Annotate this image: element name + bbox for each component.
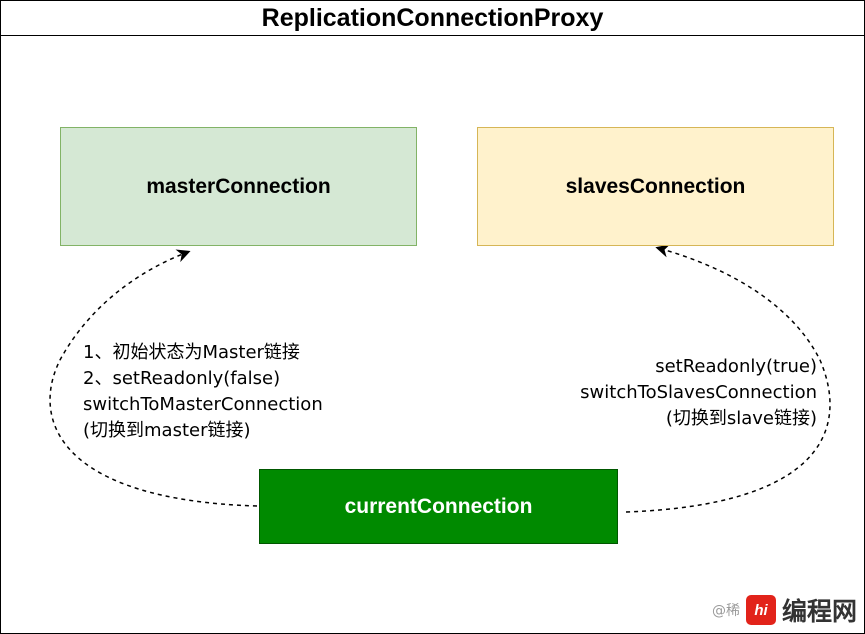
note-line: 2、setReadonly(false) [83, 368, 281, 389]
current-connection-label: currentConnection [344, 494, 533, 518]
slaves-switch-note: setReadonly(true) switchToSlavesConnecti… [580, 354, 817, 432]
note-line: (切换到master链接) [83, 420, 251, 441]
watermark-site-name: 编程网 [781, 597, 857, 626]
slaves-connection-label: slavesConnection [565, 174, 746, 198]
current-connection-node: currentConnection [259, 469, 618, 544]
title-bar: ReplicationConnectionProxy [1, 1, 864, 36]
edge-current-to-slaves [625, 244, 831, 513]
master-switch-note: 1、初始状态为Master链接 2、setReadonly(false) swi… [83, 340, 323, 444]
edge-current-to-master [49, 249, 258, 507]
note-line: switchToSlavesConnection [580, 382, 817, 403]
note-line: 1、初始状态为Master链接 [83, 342, 300, 363]
note-line: switchToMasterConnection [83, 394, 323, 415]
diagram-title: ReplicationConnectionProxy [261, 3, 604, 32]
note-line: (切换到slave链接) [665, 408, 817, 429]
watermark: @稀 hi 编程网 [712, 592, 857, 628]
slaves-connection-node: slavesConnection [477, 127, 834, 246]
watermark-prefix: @稀 [711, 603, 740, 619]
master-connection-label: masterConnection [146, 174, 331, 198]
master-connection-node: masterConnection [60, 127, 417, 246]
site-logo-icon: hi [745, 595, 776, 625]
note-line: setReadonly(true) [655, 356, 817, 377]
